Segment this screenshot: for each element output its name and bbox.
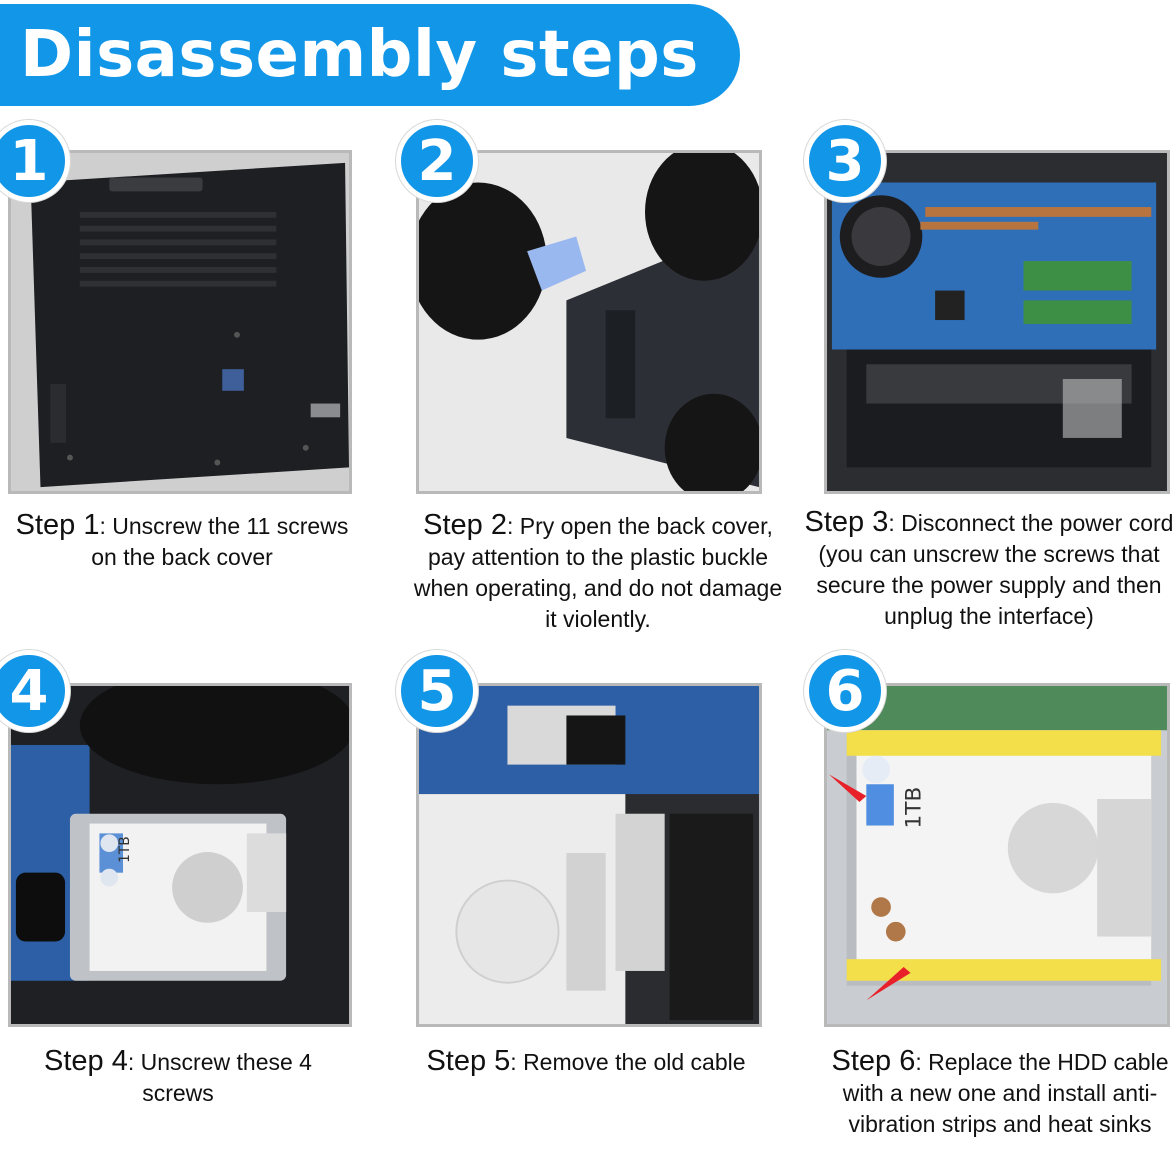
step-3-badge: 3 — [804, 120, 886, 202]
hdd-capacity-label: 1TB — [117, 836, 133, 863]
step-5-label: Step 5 — [426, 1045, 511, 1077]
red-arrow-icon — [866, 967, 911, 1001]
motherboard-battery-illustration — [827, 153, 1167, 491]
hdd-screws-illustration: 1TB — [11, 686, 349, 1024]
step-5-photo — [416, 683, 762, 1027]
step-2-label: Step 2 — [423, 509, 507, 541]
step-4-label: Step 4 — [44, 1045, 128, 1077]
step-4-caption: Step 4: Unscrew these 4 screws — [12, 1046, 344, 1109]
step-1-photo — [8, 150, 352, 494]
red-arrow-icon — [828, 774, 867, 802]
step-6-caption: Step 6: Replace the HDD cable with a new… — [830, 1046, 1170, 1140]
step-5-caption: Step 5: Remove the old cable — [426, 1046, 746, 1078]
step-4-text: : Unscrew these 4 screws — [127, 1049, 312, 1106]
step-1-caption: Step 1: Unscrew the 11 screws on the bac… — [10, 510, 354, 573]
step-5-badge: 5 — [396, 650, 478, 732]
step-2-badge: 2 — [396, 120, 478, 202]
prying-cover-illustration — [419, 153, 759, 491]
step-1-label: Step 1 — [15, 509, 100, 541]
step-6-label: Step 6 — [831, 1045, 916, 1077]
step-4-badge: 4 — [0, 650, 70, 732]
step-5-text: : Remove the old cable — [510, 1049, 746, 1075]
step-3-photo — [824, 150, 1170, 494]
remove-cable-illustration — [419, 686, 759, 1024]
step-6-text: : Replace the HDD cable with a new one a… — [842, 1049, 1169, 1137]
install-strips-illustration: 1TB — [827, 686, 1167, 1024]
step-2-caption: Step 2: Pry open the back cover, pay att… — [412, 510, 784, 635]
step-6-photo: 1TB — [824, 683, 1170, 1027]
step-3-text: : Disconnect the power cord (you can uns… — [816, 510, 1174, 629]
title-banner: Disassembly steps — [0, 4, 740, 106]
step-6-badge: 6 — [804, 650, 886, 732]
step-2-photo — [416, 150, 762, 494]
step-1-badge: 1 — [0, 120, 70, 202]
step-2-text: : Pry open the back cover, pay attention… — [413, 513, 783, 632]
page-title: Disassembly steps — [20, 18, 699, 92]
step-3-label: Step 3 — [804, 506, 889, 538]
hdd-capacity-label-step-6: 1TB — [901, 787, 926, 829]
step-1-text: : Unscrew the 11 screws on the back cove… — [91, 513, 349, 570]
laptop-back-cover-illustration — [11, 153, 349, 491]
step-4-photo: 1TB — [8, 683, 352, 1027]
step-3-caption: Step 3: Disconnect the power cord (you c… — [804, 507, 1174, 632]
